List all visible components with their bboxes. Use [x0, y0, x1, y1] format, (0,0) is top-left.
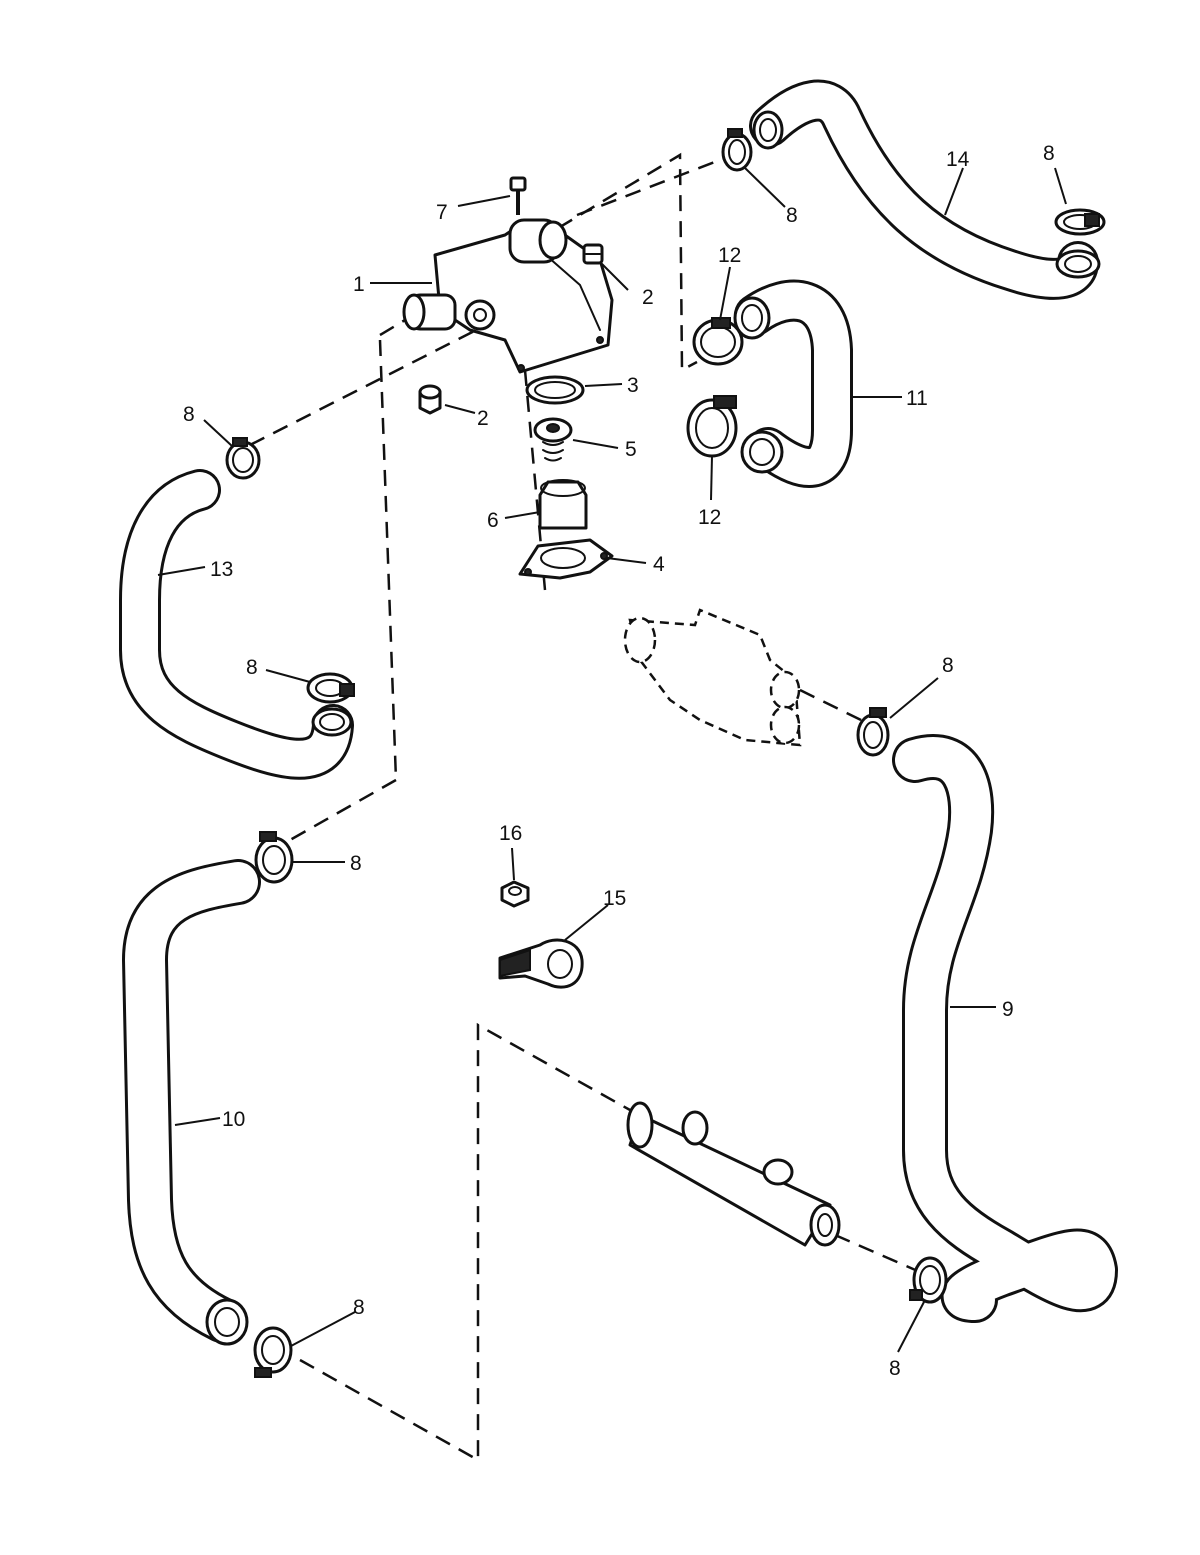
callout-6: 6	[487, 509, 499, 532]
callout-2-upper: 2	[642, 286, 654, 309]
hose-clamp-8-bottom-right	[909, 1256, 948, 1304]
callout-2-lower: 2	[477, 407, 489, 430]
gasket	[525, 375, 585, 405]
hose-14	[749, 79, 1101, 300]
callout-9: 9	[1002, 998, 1014, 1021]
callout-8-hose13: 8	[246, 656, 258, 679]
callout-4: 4	[653, 553, 665, 576]
hose-clamp-8-mid-right	[856, 707, 890, 757]
hose-clamp-12-upper	[692, 317, 744, 366]
callout-12-upper: 12	[718, 244, 741, 267]
callout-1: 1	[353, 273, 365, 296]
hose-clamp-8-hose10-top	[254, 831, 294, 884]
hose-11	[733, 279, 853, 488]
callout-11: 11	[906, 387, 928, 410]
callout-7: 7	[436, 201, 448, 224]
plug-lower	[418, 384, 442, 415]
callout-5: 5	[625, 438, 637, 461]
hose-clamp-8-top	[721, 128, 753, 172]
callout-8-bottom-right: 8	[889, 1357, 901, 1380]
callout-12-lower: 12	[698, 506, 721, 529]
callout-8-mid-right: 8	[942, 654, 954, 677]
hose-13	[119, 469, 354, 780]
thermostat	[533, 417, 573, 462]
bolt	[509, 176, 527, 215]
callout-8-top: 8	[786, 204, 798, 227]
hose-clamp-8-hose10-bottom	[253, 1326, 293, 1378]
callout-labels: 1 2 2 3 4 5 6 7 8 8 8 8 8 8 8 8 9 10 11 …	[183, 142, 1055, 1380]
hose-9	[892, 734, 1118, 1323]
callout-14: 14	[946, 148, 970, 171]
callout-8-left: 8	[183, 403, 195, 426]
gasket-plate	[518, 538, 614, 580]
thermostat-housing	[402, 218, 614, 374]
callout-8-hose10-bottom: 8	[353, 1296, 365, 1319]
callout-15: 15	[603, 887, 626, 910]
hose-10	[122, 859, 261, 1346]
heat-exchanger	[626, 1101, 841, 1247]
callout-8-hose10-top: 8	[350, 852, 362, 875]
sleeve	[538, 479, 588, 530]
nut	[500, 880, 530, 908]
callout-3: 3	[627, 374, 639, 397]
leader-lines	[157, 167, 1067, 1353]
hose-clamp-8-left-top	[225, 437, 261, 480]
callout-8-top-right: 8	[1043, 142, 1055, 165]
p-clip	[498, 938, 584, 989]
hose-clamp-8-hose14-end	[1054, 208, 1106, 236]
callout-13: 13	[210, 558, 233, 581]
hose-clamp-12-lower	[686, 395, 738, 458]
phantom-heat-exchanger	[623, 608, 802, 747]
hose-clamp-8-hose13-end	[306, 672, 355, 704]
callout-16: 16	[499, 822, 522, 845]
callout-10: 10	[222, 1108, 245, 1131]
plug-upper	[582, 243, 604, 265]
